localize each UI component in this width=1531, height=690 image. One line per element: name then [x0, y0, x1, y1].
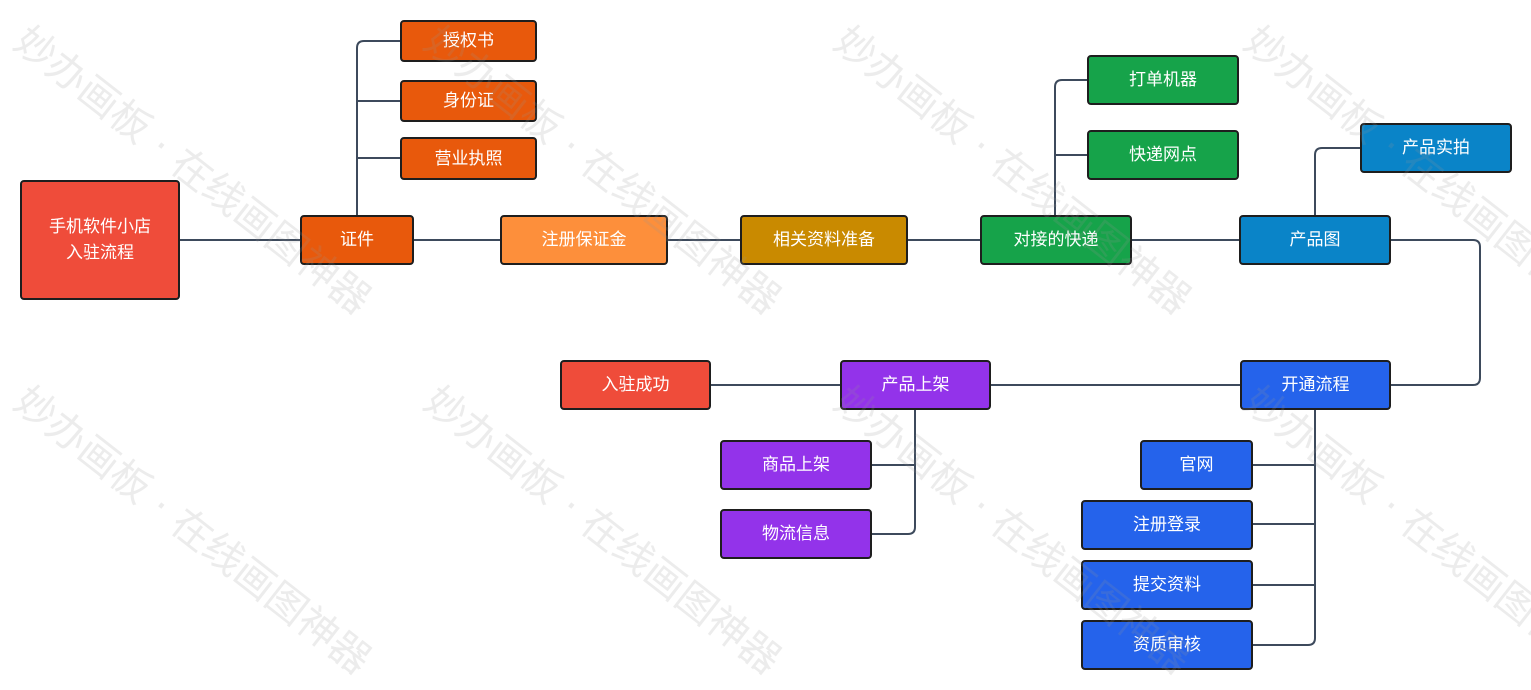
node-shangpin[interactable]: 商品上架: [720, 440, 872, 490]
edge-kaitong-tijiao: [1253, 524, 1316, 586]
edge-kaitong-guanwang: [1253, 410, 1316, 466]
node-kuaidi[interactable]: 对接的快递: [980, 215, 1132, 265]
node-baozhengjin[interactable]: 注册保证金: [500, 215, 668, 265]
node-yingyezhizhao[interactable]: 营业执照: [400, 137, 537, 180]
node-wuliu[interactable]: 物流信息: [720, 509, 872, 559]
node-kaitong[interactable]: 开通流程: [1240, 360, 1391, 410]
node-wangdian[interactable]: 快递网点: [1087, 130, 1239, 180]
edge-shangjia-wuliu: [872, 465, 916, 535]
node-guanwang[interactable]: 官网: [1140, 440, 1253, 490]
edge-chanpintu-kaitong: [1391, 239, 1481, 386]
node-zhuce[interactable]: 注册登录: [1081, 500, 1253, 550]
node-ziliao[interactable]: 相关资料准备: [740, 215, 908, 265]
node-shenhe[interactable]: 资质审核: [1081, 620, 1253, 670]
node-chenggong[interactable]: 入驻成功: [560, 360, 711, 410]
edge-chanpintu-shipai: [1314, 147, 1360, 215]
node-shipai[interactable]: 产品实拍: [1360, 123, 1512, 173]
node-shangjia[interactable]: 产品上架: [840, 360, 991, 410]
edge-kuaidi-dayinjiqi: [1054, 79, 1087, 215]
node-chanpintu[interactable]: 产品图: [1239, 215, 1391, 265]
node-shenfenzheng[interactable]: 身份证: [400, 80, 537, 122]
edge-zhengjian-shouquanshu: [356, 40, 400, 215]
node-zhengjian[interactable]: 证件: [300, 215, 414, 265]
edge-shangjia-shangpin: [872, 410, 916, 466]
node-tijiao[interactable]: 提交资料: [1081, 560, 1253, 610]
node-dayinjiqi[interactable]: 打单机器: [1087, 55, 1239, 105]
edge-kaitong-shenhe: [1253, 585, 1316, 646]
node-shouquanshu[interactable]: 授权书: [400, 20, 537, 62]
edge-kaitong-zhuce: [1253, 465, 1316, 525]
root-node[interactable]: 手机软件小店 入驻流程: [20, 180, 180, 300]
